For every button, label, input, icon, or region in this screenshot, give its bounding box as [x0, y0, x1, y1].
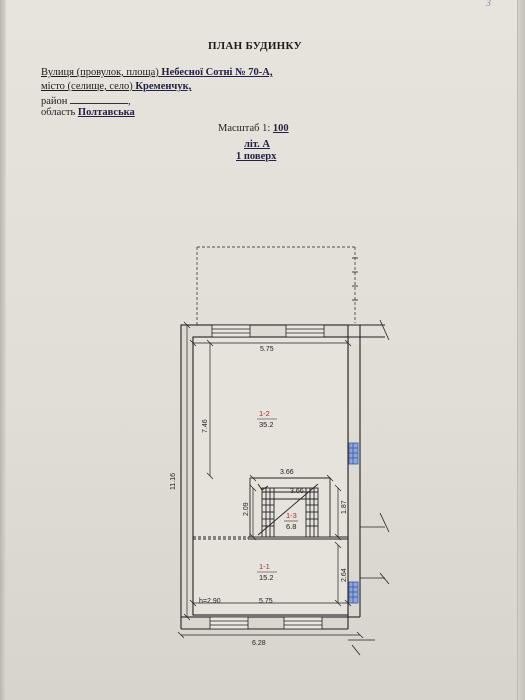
dim-total-height: 11.16	[170, 473, 177, 490]
district-label: район	[41, 96, 68, 107]
street-label: Вулиця (провулок, площа)	[41, 67, 159, 78]
top-windows	[211, 324, 325, 338]
document-title: ПЛАН БУДИНКУ	[208, 40, 302, 52]
extension-marks	[348, 319, 390, 656]
scale-value: 100	[272, 123, 289, 134]
radiator-markers	[348, 442, 359, 604]
terrace-outline	[196, 246, 356, 325]
city-label: місто (селище, село)	[41, 81, 133, 92]
room-1-2-id: 1-2	[259, 409, 270, 418]
city-value: Кременчук,	[135, 81, 192, 92]
room-1-2-area: 35.2	[259, 420, 274, 429]
street-line: Вулиця (провулок, площа) Небесної Сотні …	[41, 67, 272, 78]
scale-label: Масштаб 1:	[218, 123, 271, 134]
region-value: Полтавська	[77, 107, 135, 118]
dim-room-height: 7.46	[202, 419, 209, 433]
dimension-ticks	[177, 321, 364, 639]
dim-lower-height: 2.64	[341, 568, 348, 582]
room-1-3-area: 6.8	[286, 522, 296, 531]
district-blank	[70, 94, 129, 104]
region-line: область Полтавська	[41, 107, 135, 118]
bottom-windows	[209, 616, 323, 630]
floor-label: 1 поверх	[236, 151, 277, 162]
city-line: місто (селище, село) Кременчук,	[41, 81, 191, 92]
district-line: район ,	[41, 94, 131, 107]
dimension-lines	[181, 325, 360, 636]
dim-bottom-width: 5.75	[259, 598, 273, 605]
region-label: область	[41, 107, 76, 118]
dim-outer-width: 6.28	[252, 640, 266, 647]
dim-top-width: 5.75	[260, 346, 274, 353]
dim-stair-width: 3.66	[280, 469, 294, 476]
room-1-3-id: 1-3	[286, 511, 297, 520]
page-edge	[517, 0, 525, 700]
room-1-1-id: 1-1	[259, 562, 270, 571]
district-suffix: ,	[128, 96, 131, 107]
dim-stair-right: 1.87	[341, 500, 348, 514]
ceiling-height: h=2.90	[199, 598, 221, 605]
page-binding	[0, 0, 6, 700]
page-number: 3	[486, 0, 491, 9]
scale-line: Масштаб 1: 100	[218, 123, 289, 134]
dim-stair-inner: 3.66	[290, 488, 304, 495]
letter-label: літ. А	[244, 139, 271, 150]
dim-stair-left: 2.09	[243, 502, 250, 516]
street-value: Небесної Сотні № 70-А,	[161, 67, 273, 78]
room-1-1-area: 15.2	[259, 573, 274, 582]
terrace-ticks	[352, 257, 358, 301]
outer-walls	[180, 324, 385, 630]
staircase	[249, 477, 331, 538]
